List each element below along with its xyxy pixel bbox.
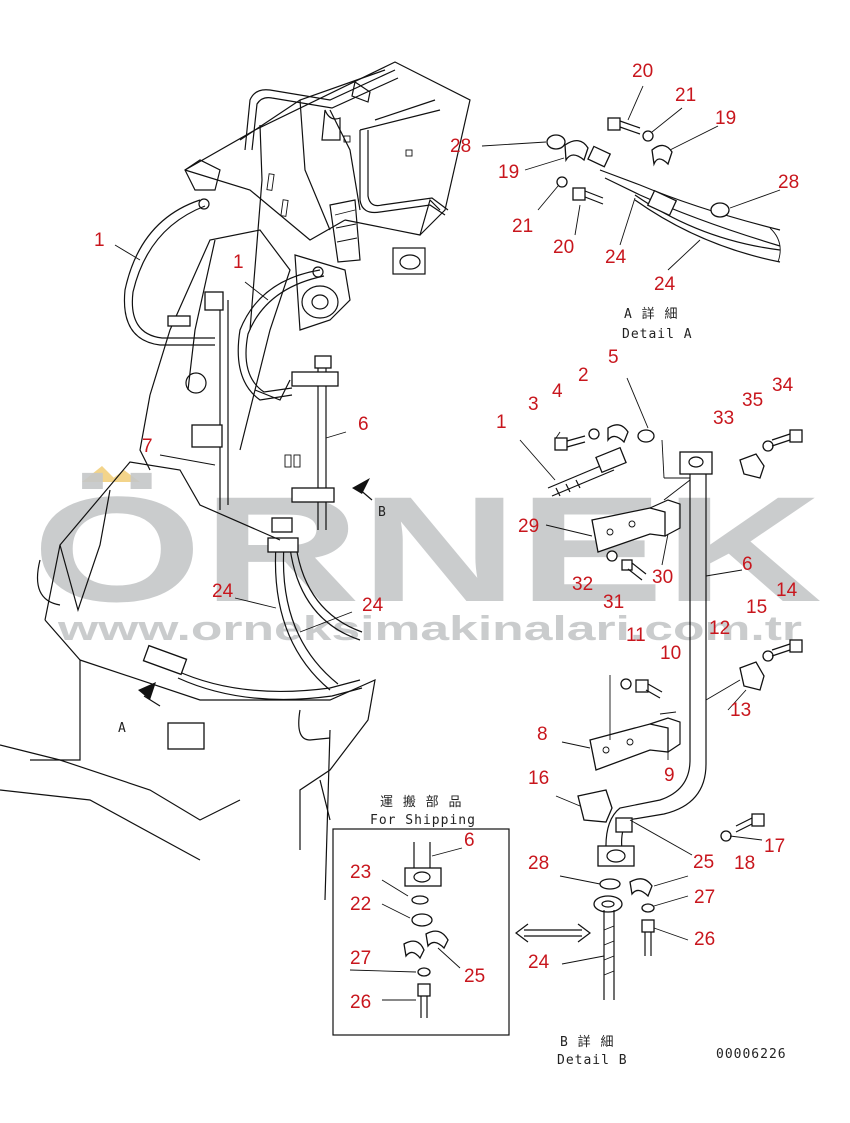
label-clamp-19: 19 <box>498 162 519 183</box>
label-hose-1: 1 <box>94 230 105 251</box>
detail-b-caption-jp: B 詳 細 <box>560 1034 614 1050</box>
label-clamp-19: 19 <box>715 108 736 129</box>
label-washer-21: 21 <box>675 85 696 106</box>
label-oring-23: 23 <box>350 862 371 883</box>
label-hose-24: 24 <box>528 952 550 973</box>
label-pipe-6: 6 <box>358 414 369 435</box>
detail-a-view: A 詳 細 Detail A <box>481 85 781 342</box>
label-bolt-20: 20 <box>632 61 653 82</box>
shipping-caption-jp: 運 搬 部 品 <box>380 795 462 810</box>
label-bolt-26: 26 <box>350 992 371 1013</box>
label-hose-1: 1 <box>496 412 507 433</box>
bolt-20-top <box>607 117 641 135</box>
label-hose-24: 24 <box>362 595 384 616</box>
label-hose-1: 1 <box>233 252 244 273</box>
label-washer-32: 32 <box>572 574 593 595</box>
watermark: ÖRNEK www.orneksimakinalari.com.tr <box>32 465 822 648</box>
view-b-marker: B <box>378 505 387 520</box>
label-bolt-17: 17 <box>764 836 785 857</box>
label-part-33: 33 <box>713 408 734 429</box>
label-bolt-26: 26 <box>694 929 715 950</box>
label-part-13: 13 <box>730 700 751 721</box>
label-bolt-31: 31 <box>603 592 624 613</box>
label-washer-27: 27 <box>350 948 371 969</box>
label-bracket-29: 29 <box>518 516 539 537</box>
label-collar-22: 22 <box>350 894 371 915</box>
label-washer-21: 21 <box>512 216 533 237</box>
label-bolt-20: 20 <box>553 237 574 258</box>
detail-a-caption-jp: A 詳 細 <box>624 306 678 322</box>
label-bolt-34: 34 <box>772 375 794 396</box>
label-oring-28: 28 <box>450 136 471 157</box>
label-oring-28: 28 <box>778 172 799 193</box>
watermark-brand: ÖRNEK <box>32 465 822 633</box>
label-part-9: 9 <box>664 765 675 786</box>
label-washer-11: 11 <box>626 625 646 646</box>
label-bolt-3: 3 <box>528 394 539 415</box>
label-clamp-2: 2 <box>578 365 589 386</box>
part-number-labels: 1 1 7 6 24 24 20 21 19 28 19 28 21 20 24… <box>94 61 799 1013</box>
bolt-20-bottom <box>572 187 604 205</box>
shipping-caption-en: For Shipping <box>370 813 476 828</box>
watermark-accent-mark <box>82 466 118 482</box>
detail-b-caption-en: Detail B <box>557 1053 628 1068</box>
watermark-url: www.orneksimakinalari.com.tr <box>56 610 802 648</box>
label-washer-35: 35 <box>742 390 763 411</box>
label-washer-27: 27 <box>694 887 715 908</box>
label-washer-18: 18 <box>734 853 755 874</box>
label-clamp-12: 12 <box>709 618 730 639</box>
detail-a-caption-en: Detail A <box>622 327 693 342</box>
label-hose-24: 24 <box>605 247 627 268</box>
shipping-parts-box: 運 搬 部 品 For Shipping <box>332 795 510 1036</box>
view-a-marker: A <box>118 721 127 736</box>
label-hose-24: 24 <box>654 274 676 295</box>
label-flange-25: 25 <box>693 852 714 873</box>
label-part-7: 7 <box>142 436 153 457</box>
drawing-number: 00006226 <box>716 1047 787 1062</box>
label-pipe-6: 6 <box>464 830 475 851</box>
label-bolt-10: 10 <box>660 643 681 664</box>
label-pipe-6: 6 <box>742 554 753 575</box>
label-oring-28: 28 <box>528 853 549 874</box>
label-washer-4: 4 <box>552 381 563 402</box>
label-hose-24: 24 <box>212 581 234 602</box>
label-part-30: 30 <box>652 567 673 588</box>
label-clamp-25: 25 <box>464 966 485 987</box>
label-oring-5: 5 <box>608 347 619 368</box>
label-bolt-14: 14 <box>776 580 798 601</box>
label-clamp-16: 16 <box>528 768 549 789</box>
label-bracket-8: 8 <box>537 724 548 745</box>
main-assembly-view: A B <box>0 61 471 901</box>
detail-b-view: B 詳 細 Detail B 00006226 <box>515 377 803 1068</box>
label-washer-15: 15 <box>746 597 767 618</box>
